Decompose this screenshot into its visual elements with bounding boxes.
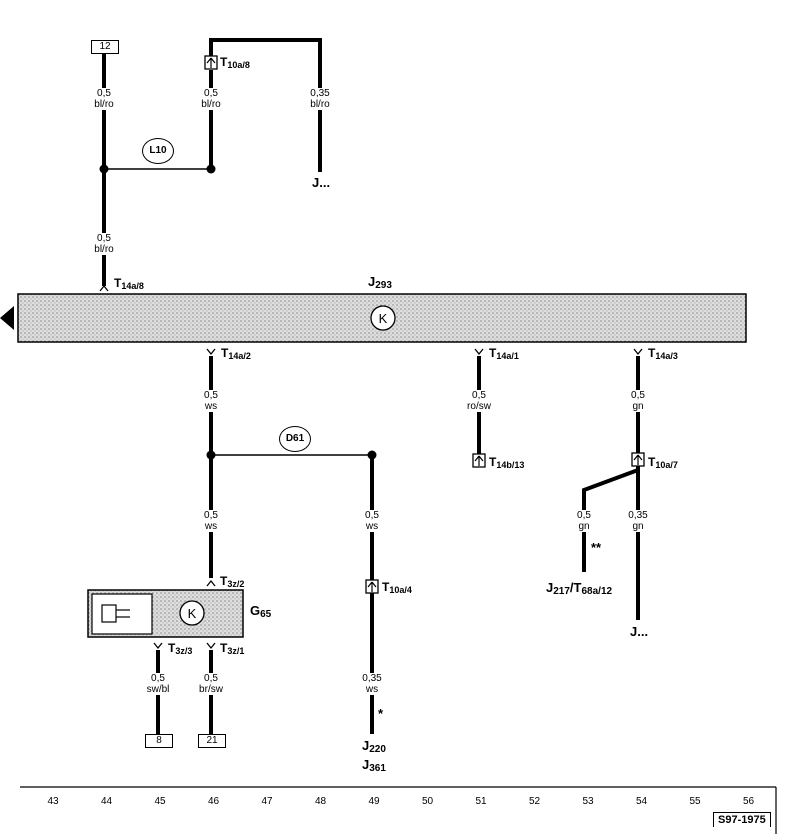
- pin-t3z3: [153, 642, 163, 650]
- terminal-t14a2: T14a/2: [221, 346, 251, 361]
- control-k-symbol: [370, 305, 396, 331]
- terminal-t14b13: T14b/13: [489, 455, 525, 470]
- connector-t14b13: [472, 453, 486, 468]
- sensor-g65-plug: [91, 593, 153, 635]
- terminal-t14a1: T14a/1: [489, 346, 519, 361]
- document-id: S97-1975: [713, 812, 771, 827]
- pin-t14a2: [206, 348, 216, 356]
- column-number: 53: [582, 796, 594, 807]
- terminal-t3z2: T3z/2: [220, 574, 245, 589]
- label-j361: J361: [362, 757, 386, 774]
- column-number: 43: [47, 796, 59, 807]
- connector-t10a4: [365, 579, 379, 594]
- column-number: 56: [742, 796, 755, 807]
- column-number: 51: [475, 796, 487, 807]
- sensor-g65-element: [101, 604, 117, 623]
- column-number: 45: [154, 796, 166, 807]
- column-number: 55: [689, 796, 701, 807]
- column-number: 44: [100, 796, 113, 807]
- continuation-arrow: [0, 306, 14, 330]
- pin-t14a3: [633, 348, 643, 356]
- column-number: 52: [528, 796, 541, 807]
- label-j217-t68a12: J217/T68a/12: [546, 580, 613, 597]
- column-number: 47: [261, 796, 273, 807]
- terminal-t10a7: T10a/7: [648, 455, 678, 470]
- footnote-star: *: [378, 706, 384, 721]
- label-j293: J293: [368, 274, 392, 291]
- terminal-t10a4: T10a/4: [382, 580, 412, 595]
- control-k-text: K: [379, 311, 388, 326]
- splice-46-mid: [206, 450, 216, 460]
- terminal-t10a8: T10a/8: [220, 55, 250, 70]
- ref-box-12: 12: [91, 40, 119, 54]
- ref-box-8: 8: [145, 734, 173, 748]
- pin-t14a1: [474, 348, 484, 356]
- label-j-right: J...: [630, 624, 649, 639]
- column-number: 46: [207, 796, 220, 807]
- label-g65: G65: [250, 603, 272, 620]
- wire-53-branch: [582, 468, 639, 572]
- splice-44: [99, 164, 109, 174]
- pin-t3z2: [206, 579, 216, 587]
- splice-label-d61: D61: [279, 426, 311, 452]
- column-number: 50: [421, 796, 434, 807]
- pin-t14a8: [99, 284, 109, 292]
- column-number: 48: [314, 796, 327, 807]
- terminal-t14a8: T14a/8: [114, 276, 144, 291]
- splice-label-l10: L10: [142, 138, 174, 164]
- splice-46-top: [206, 164, 216, 174]
- sensor-k-text: K: [188, 606, 197, 621]
- label-j220: J220: [362, 738, 386, 755]
- connector-t10a7: [631, 452, 645, 467]
- terminal-t3z3: T3z/3: [168, 641, 193, 656]
- sensor-k-symbol: [179, 600, 205, 626]
- label-j-top: J...: [312, 175, 331, 190]
- column-number: 49: [368, 796, 380, 807]
- column-number: 54: [635, 796, 648, 807]
- ref-box-21: 21: [198, 734, 226, 748]
- terminal-t3z1: T3z/1: [220, 641, 245, 656]
- pin-t3z1: [206, 642, 216, 650]
- splice-49: [367, 450, 377, 460]
- footnote-double-star: **: [591, 540, 602, 555]
- connector-t10a8: [204, 55, 218, 70]
- terminal-t14a3: T14a/3: [648, 346, 678, 361]
